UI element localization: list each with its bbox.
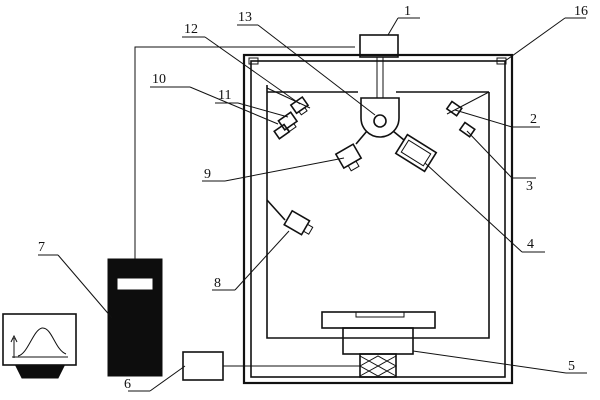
corner-brackets [248,57,507,65]
leader-lines [38,17,587,392]
camera-small [334,130,368,172]
label-16: 16 [574,4,588,19]
label-2: 2 [530,112,537,127]
camera-large [392,130,438,173]
label-4: 4 [527,237,534,252]
top-motor-box [359,34,399,98]
label-12: 12 [184,22,198,37]
label-5: 5 [568,359,575,374]
label-1: 1 [404,4,411,19]
computer-tower [107,258,163,377]
label-7: 7 [38,240,45,255]
rotating-hub [360,97,400,138]
label-10: 10 [152,72,166,87]
monitor [2,313,77,379]
side-camera [266,199,314,236]
label-6: 6 [124,377,131,392]
label-3: 3 [526,179,533,194]
inner-frame [266,85,490,339]
label-13: 13 [238,10,252,25]
sample-stage [321,311,436,378]
controller-box [182,351,360,381]
data-cable [134,46,355,259]
right-light-cluster [445,91,490,138]
label-8: 8 [214,276,221,291]
label-9: 9 [204,167,211,182]
part-labels: 1 16 2 3 4 5 6 7 8 9 10 11 12 13 [38,4,588,392]
label-11: 11 [218,88,231,103]
